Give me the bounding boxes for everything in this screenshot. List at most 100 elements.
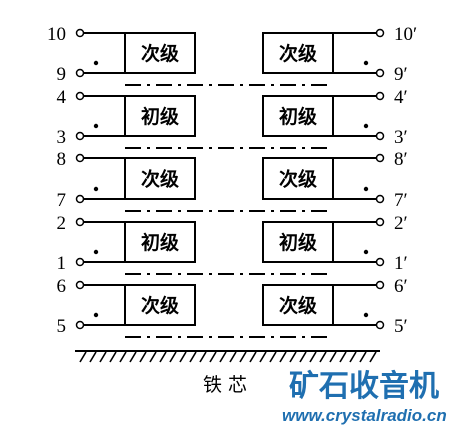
watermark-url: www.crystalradio.cn bbox=[282, 406, 447, 425]
coil-label-right: 次级 bbox=[279, 168, 317, 191]
core-label: 铁 芯 bbox=[203, 374, 247, 396]
core-hatch-mark bbox=[209, 351, 217, 363]
core-hatch-mark bbox=[259, 351, 267, 363]
terminal-left-top bbox=[75, 91, 85, 101]
core-hatch-mark bbox=[319, 351, 327, 363]
terminal-left-bottom bbox=[75, 320, 85, 330]
coil-label-left: 初级 bbox=[141, 231, 179, 254]
coil-section: 次级 次级 6 5 6′ 5′ bbox=[57, 276, 408, 338]
core-hatch-mark bbox=[99, 351, 107, 363]
core-hatch-mark bbox=[249, 351, 257, 363]
terminal-number-right-bottom: 1′ bbox=[394, 253, 408, 274]
core-hatch-mark bbox=[299, 351, 307, 363]
coil-label-right: 初级 bbox=[279, 105, 317, 128]
terminal-number-right-bottom: 9′ bbox=[394, 64, 408, 85]
terminal-right-bottom bbox=[375, 131, 385, 141]
core-hatch-mark bbox=[139, 351, 147, 363]
terminal-left-top bbox=[75, 28, 85, 38]
terminal-number-left-top: 10 bbox=[47, 24, 66, 45]
watermark-title: 矿石收音机 bbox=[289, 369, 439, 404]
coil-label-left: 次级 bbox=[141, 168, 179, 191]
terminal-number-left-top: 4 bbox=[57, 87, 67, 108]
polarity-dot-left bbox=[93, 312, 99, 318]
terminal-number-left-bottom: 9 bbox=[57, 64, 67, 85]
terminal-right-top bbox=[375, 280, 385, 290]
coil-label-right: 次级 bbox=[279, 294, 317, 317]
terminal-left-bottom bbox=[75, 194, 85, 204]
polarity-dot-left bbox=[93, 123, 99, 129]
core-hatch-mark bbox=[129, 351, 137, 363]
coil-box-right bbox=[262, 157, 334, 200]
terminal-right-top bbox=[375, 28, 385, 38]
coil-section: 次级 次级 8 7 8′ 7′ bbox=[57, 149, 408, 212]
terminal-left-bottom bbox=[75, 68, 85, 78]
terminal-number-right-top: 4′ bbox=[394, 87, 408, 108]
coil-label-right: 次级 bbox=[279, 42, 317, 65]
core-hatch-mark bbox=[179, 351, 187, 363]
core-hatch-mark bbox=[109, 351, 117, 363]
core-hatch-mark bbox=[269, 351, 277, 363]
core-hatch-mark bbox=[149, 351, 157, 363]
coil-section: 初级 初级 4 3 4′ 3′ bbox=[57, 87, 408, 149]
polarity-dot-right bbox=[363, 249, 369, 255]
terminal-right-bottom bbox=[375, 320, 385, 330]
terminal-number-left-top: 2 bbox=[57, 213, 67, 234]
terminal-left-bottom bbox=[75, 131, 85, 141]
core-hatch-mark bbox=[369, 351, 377, 363]
terminal-left-bottom bbox=[75, 257, 85, 267]
core-hatch-mark bbox=[169, 351, 177, 363]
terminal-number-left-top: 6 bbox=[57, 276, 67, 297]
terminal-left-top bbox=[75, 280, 85, 290]
terminal-number-left-bottom: 3 bbox=[57, 127, 67, 148]
terminal-right-top bbox=[375, 91, 385, 101]
terminal-number-right-top: 10′ bbox=[394, 24, 417, 45]
core-hatch-mark bbox=[359, 351, 367, 363]
core-hatch-mark bbox=[329, 351, 337, 363]
core-hatch-mark bbox=[239, 351, 247, 363]
iron-core bbox=[75, 350, 380, 363]
core-hatch-mark bbox=[159, 351, 167, 363]
core-hatch-mark bbox=[349, 351, 357, 363]
coil-label-left: 初级 bbox=[141, 105, 179, 128]
core-hatch-mark bbox=[289, 351, 297, 363]
polarity-dot-left bbox=[93, 249, 99, 255]
coil-stack: 次级次级10910′9′初级初级434′3′次级次级878′7′初级初级212′… bbox=[47, 24, 417, 338]
coil-section: 次级 次级 10 9 10′ 9′ bbox=[47, 24, 417, 86]
polarity-dot-right bbox=[363, 123, 369, 129]
terminal-number-left-bottom: 5 bbox=[57, 316, 67, 337]
coil-label-left: 次级 bbox=[141, 294, 179, 317]
coil-box-left bbox=[124, 284, 196, 326]
coil-label-right: 初级 bbox=[279, 231, 317, 254]
terminal-number-right-bottom: 5′ bbox=[394, 316, 408, 337]
core-hatch-mark bbox=[279, 351, 287, 363]
terminal-number-left-bottom: 7 bbox=[57, 190, 67, 211]
terminal-right-bottom bbox=[375, 257, 385, 267]
terminal-number-left-bottom: 1 bbox=[57, 253, 67, 274]
terminal-right-top bbox=[375, 217, 385, 227]
core-hatching bbox=[79, 351, 377, 363]
coil-box-right bbox=[262, 284, 334, 326]
terminal-number-right-bottom: 3′ bbox=[394, 127, 408, 148]
terminal-number-left-top: 8 bbox=[57, 149, 67, 170]
terminal-right-bottom bbox=[375, 68, 385, 78]
polarity-dot-left bbox=[93, 186, 99, 192]
core-hatch-mark bbox=[79, 351, 87, 363]
core-hatch-mark bbox=[219, 351, 227, 363]
terminal-number-right-bottom: 7′ bbox=[394, 190, 408, 211]
core-hatch-mark bbox=[199, 351, 207, 363]
core-hatch-mark bbox=[309, 351, 317, 363]
core-hatch-mark bbox=[339, 351, 347, 363]
core-hatch-mark bbox=[189, 351, 197, 363]
terminal-number-right-top: 6′ bbox=[394, 276, 408, 297]
terminal-right-top bbox=[375, 153, 385, 163]
terminal-right-bottom bbox=[375, 194, 385, 204]
coil-box-left bbox=[124, 95, 196, 137]
coil-label-left: 次级 bbox=[141, 42, 179, 65]
terminal-number-right-top: 8′ bbox=[394, 149, 408, 170]
polarity-dot-right bbox=[363, 186, 369, 192]
terminal-left-top bbox=[75, 153, 85, 163]
polarity-dot-right bbox=[363, 60, 369, 66]
coil-box-right bbox=[262, 32, 334, 74]
